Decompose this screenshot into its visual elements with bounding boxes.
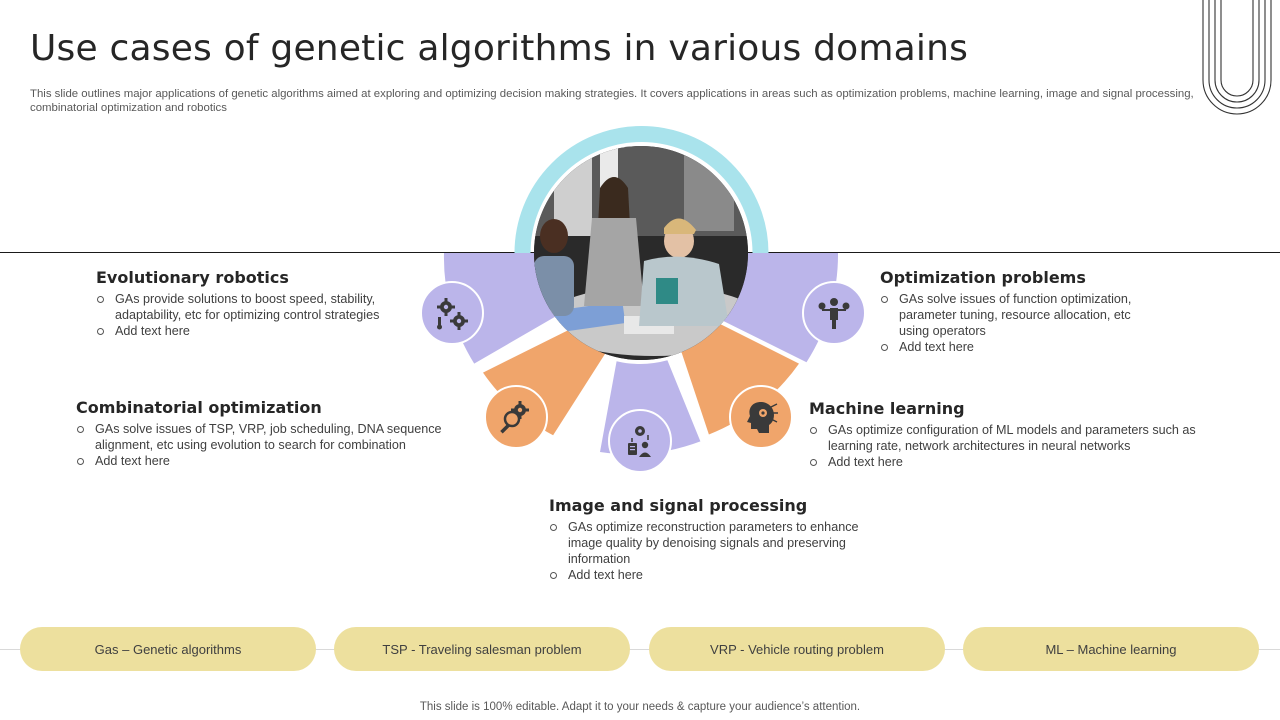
robotics-icon-circle — [420, 281, 484, 345]
bullet-item: GAs optimize configuration of ML models … — [809, 422, 1209, 454]
section-image-signal-processing: Image and signal processing GAs optimize… — [549, 496, 859, 583]
bullet-item: Add text here — [549, 567, 859, 583]
section-combinatorial-optimization: Combinatorial optimization GAs solve iss… — [76, 398, 476, 469]
combinatorial-icon-circle — [484, 385, 548, 449]
bullet-item: GAs provide solutions to boost speed, st… — [96, 291, 416, 323]
legend-pill-tsp: TSP - Traveling salesman problem — [334, 627, 630, 671]
bullet-item: GAs solve issues of TSP, VRP, job schedu… — [76, 421, 476, 453]
bullet-item: Add text here — [809, 454, 1209, 470]
bullet-item: Add text here — [76, 453, 476, 469]
section-evolutionary-robotics: Evolutionary robotics GAs provide soluti… — [96, 268, 416, 339]
machine-learning-icon-circle — [729, 385, 793, 449]
decorative-arches-icon — [1202, 0, 1272, 115]
gears-magnifier-icon — [500, 401, 529, 434]
slide-subtitle: This slide outlines major applications o… — [30, 88, 1194, 114]
legend-pill-ml: ML – Machine learning — [963, 627, 1259, 671]
section-title: Machine learning — [809, 399, 965, 418]
section-title: Combinatorial optimization — [76, 398, 322, 417]
slide-title: Use cases of genetic algorithms in vario… — [30, 28, 969, 69]
petal-machine-learning — [679, 314, 799, 435]
legend-pill-vrp: VRP - Vehicle routing problem — [649, 627, 945, 671]
section-title: Image and signal processing — [549, 496, 808, 515]
footer-note: This slide is 100% editable. Adapt it to… — [419, 701, 861, 713]
section-optimization-problems: Optimization problems GAs solve issues o… — [880, 268, 1160, 355]
brain-head-icon — [747, 402, 778, 433]
robotic-gears-icon — [437, 298, 468, 330]
section-title: Evolutionary robotics — [96, 268, 289, 287]
petal-combinatorial-optimization — [483, 327, 608, 436]
section-title: Optimization problems — [880, 268, 1086, 287]
section-machine-learning: Machine learning GAs optimize configurat… — [809, 399, 1209, 470]
legend-pill-gas: Gas – Genetic algorithms — [20, 627, 316, 671]
bullet-item: GAs solve issues of function optimizatio… — [880, 291, 1160, 339]
team-photo — [534, 146, 748, 360]
bullet-item: Add text here — [880, 339, 1160, 355]
bullet-item: GAs optimize reconstruction parameters t… — [549, 519, 859, 567]
team-process-icon — [628, 426, 651, 457]
optimization-icon-circle — [802, 281, 866, 345]
bullet-item: Add text here — [96, 323, 416, 339]
petal-optimization-problems — [718, 253, 839, 363]
cyan-ring — [514, 126, 769, 254]
image-processing-icon-circle — [608, 409, 672, 473]
legend-divider — [0, 649, 1280, 650]
person-balance-icon — [818, 298, 850, 329]
